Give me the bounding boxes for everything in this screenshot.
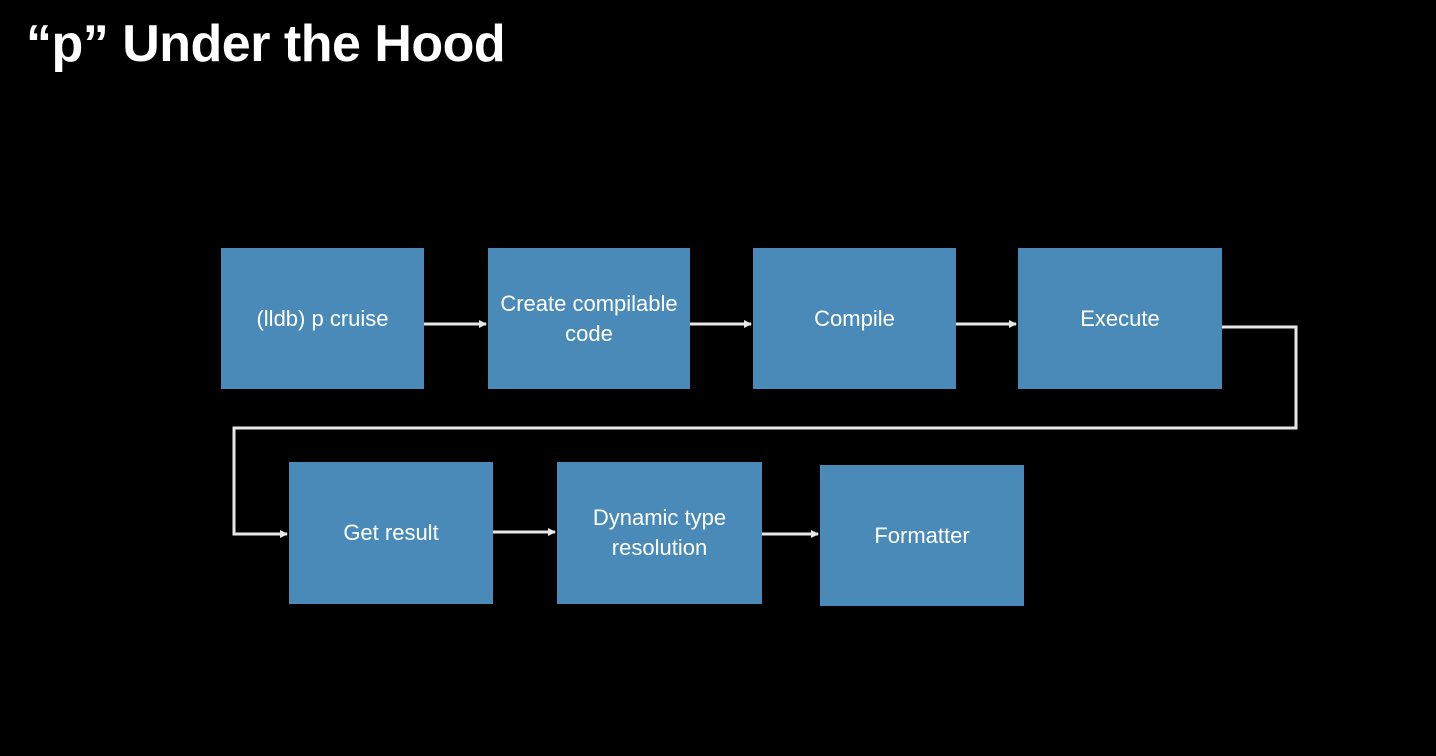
step-create-compilable-code: Create compilable code xyxy=(488,248,690,389)
step-label: Compile xyxy=(814,305,895,331)
step-label: Get result xyxy=(343,520,439,545)
step-label: (lldb) p cruise xyxy=(256,305,389,331)
step-compile: Compile xyxy=(753,248,956,389)
step-execute: Execute xyxy=(1018,248,1222,389)
step-label: Formatter xyxy=(874,522,970,548)
step-formatter: Formatter xyxy=(820,465,1024,606)
step-dynamic-type-resolution: Dynamic type resolution xyxy=(557,462,762,604)
step-label: Dynamic type resolution xyxy=(592,505,727,560)
step-label: Create compilable code xyxy=(500,290,678,346)
arrow-step4-to-step5 xyxy=(232,325,1298,538)
slide-title: “p” Under the Hood xyxy=(26,15,506,73)
step-label: Execute xyxy=(1080,305,1160,331)
step-get-result: Get result xyxy=(289,462,493,604)
step-lldb-command: (lldb) p cruise xyxy=(221,248,424,389)
